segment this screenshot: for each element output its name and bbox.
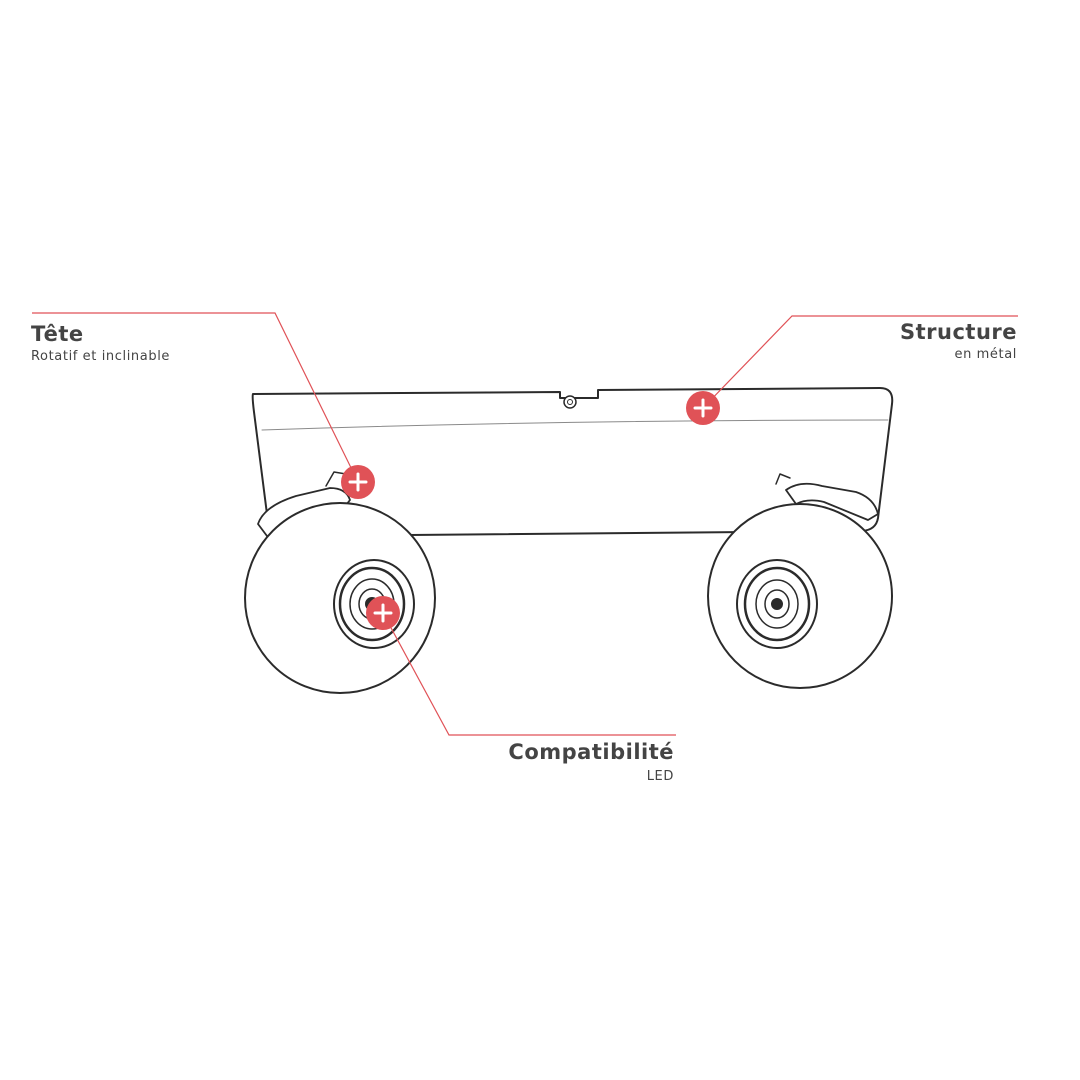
callout-marker-structure[interactable] [686, 391, 720, 425]
callout-title-tete: Tête [31, 322, 84, 346]
plus-icon [348, 472, 368, 492]
callout-subtitle-tete: Rotatif et inclinable [31, 349, 171, 365]
leader-line-tete [32, 312, 359, 483]
plus-icon [373, 603, 393, 623]
callout-leader-lines [32, 312, 1018, 736]
callout-label-tete: Tête Rotatif et inclinable [31, 322, 170, 365]
leader-line-structure [702, 315, 1018, 409]
callout-marker-tete[interactable] [341, 465, 375, 499]
plus-icon [693, 398, 713, 418]
spotlight-fixture-illustration [244, 387, 894, 694]
callout-marker-compatibilite[interactable] [366, 596, 400, 630]
leader-line-compatibilite [382, 612, 676, 736]
callout-label-structure: Structure en métal [757, 320, 1017, 363]
callout-subtitle-compatibilite: LED [646, 769, 674, 785]
callout-title-compatibilite: Compatibilité [508, 740, 674, 764]
right-spot-head [707, 473, 893, 689]
callout-title-structure: Structure [899, 320, 1017, 344]
callout-label-compatibilite: Compatibilité LED [414, 740, 674, 785]
callout-subtitle-structure: en métal [954, 347, 1017, 363]
